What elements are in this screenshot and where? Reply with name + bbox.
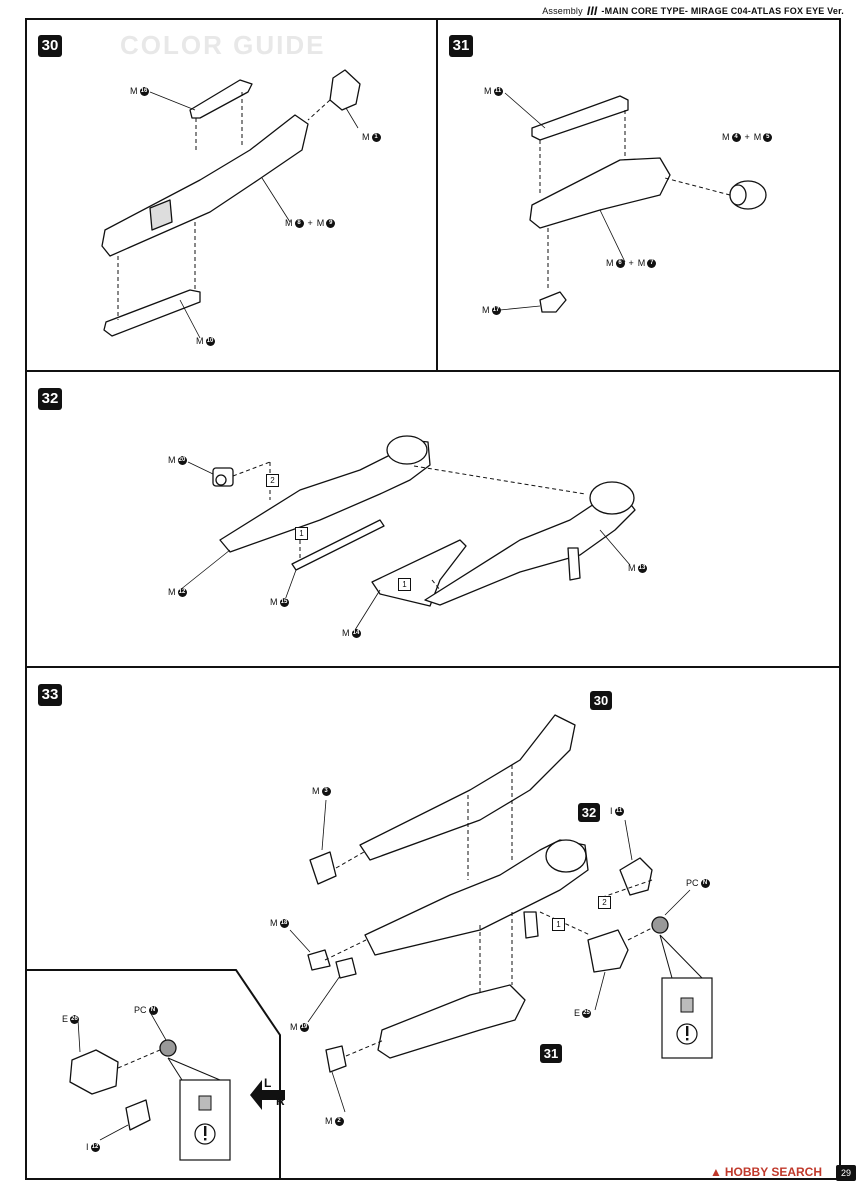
step-32-badge: 32 (38, 388, 62, 410)
step-30-badge: 30 (38, 35, 62, 57)
ref-badge-32: 32 (578, 803, 600, 822)
part-m12 (219, 439, 431, 553)
page-header: Assembly III -MAIN CORE TYPE- MIRAGE C04… (542, 4, 844, 18)
watermark-logo-icon: ▲ (710, 1165, 722, 1179)
part-m17 (539, 291, 567, 313)
part-m8-m9 (101, 114, 309, 257)
part-m2 (325, 1045, 347, 1073)
divider-col (436, 18, 438, 371)
header-assembly: Assembly (542, 6, 583, 16)
ref-badge-30: 30 (590, 691, 612, 710)
divider-row2 (25, 666, 841, 668)
part-m6-m7 (529, 157, 671, 229)
part-m1 (329, 69, 361, 111)
part-m10 (103, 289, 201, 337)
ghost-color-guide: COLOR GUIDE (120, 30, 326, 60)
part-assembly-30 (359, 714, 576, 861)
order-mark-33-1: 1 (552, 918, 565, 931)
note-box-main (661, 977, 713, 1059)
part-m3 (309, 851, 337, 885)
order-mark-1a: 1 (295, 527, 308, 540)
part-pc-n (651, 916, 669, 934)
part-m14 (371, 539, 467, 607)
sub-panel-border (25, 969, 281, 1180)
lr-indicator-r: R (276, 1094, 285, 1108)
ref-badge-31: 31 (540, 1044, 562, 1063)
hobby-search-watermark: ▲ HOBBY SEARCH (710, 1165, 823, 1179)
part-pc-n-sub (159, 1039, 177, 1057)
part-m18 (307, 949, 331, 971)
note-box-sub (179, 1079, 231, 1161)
part-m19 (335, 957, 357, 979)
part-m16 (189, 79, 253, 119)
header-mark: III (586, 4, 598, 18)
lr-indicator-l: L (264, 1076, 272, 1090)
lr-indicator (250, 1080, 285, 1110)
order-mark-1b: 1 (398, 578, 411, 591)
page-number: 29 (836, 1165, 856, 1181)
part-assembly-31 (377, 984, 526, 1059)
step-33-badge: 33 (38, 684, 62, 706)
header-title: -MAIN CORE TYPE- MIRAGE C04-ATLAS FOX EY… (601, 6, 844, 16)
instruction-frame (25, 18, 841, 1180)
part-m15 (291, 519, 385, 571)
order-mark-33-2: 2 (598, 896, 611, 909)
step-31-badge: 31 (449, 35, 473, 57)
part-i11 (619, 857, 653, 896)
part-m11 (531, 95, 629, 141)
order-mark-2: 2 (266, 474, 279, 487)
part-e25 (587, 929, 629, 973)
part-e26 (69, 1049, 119, 1095)
divider-row1 (25, 370, 841, 372)
part-m13 (424, 489, 636, 606)
part-i12 (125, 1099, 151, 1131)
